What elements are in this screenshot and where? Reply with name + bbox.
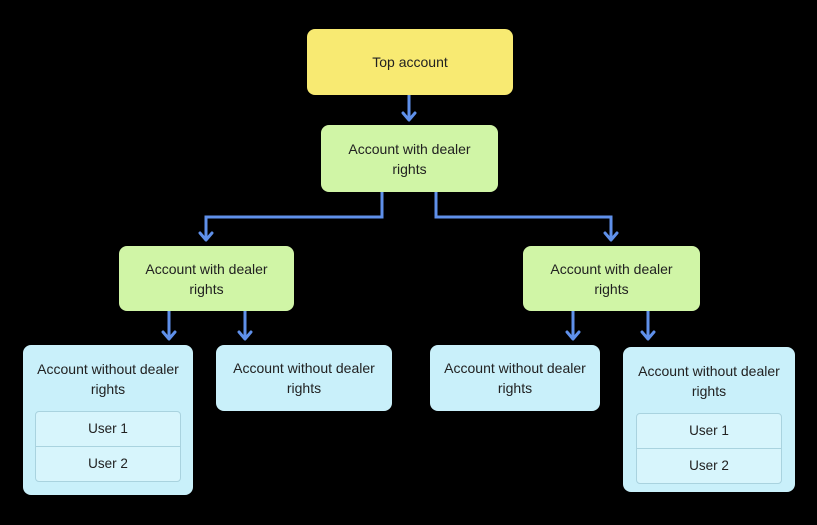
node-leaf-mid-right: Account without dealer rights <box>430 345 600 411</box>
node-leaf-mid-right-label: Account without dealer rights <box>444 360 586 396</box>
node-leaf-mid-left: Account without dealer rights <box>216 345 392 411</box>
node-dealer-root: Account with dealer rights <box>321 125 498 192</box>
node-dealer-right: Account with dealer rights <box>523 246 700 311</box>
node-dealer-right-label: Account with dealer rights <box>550 260 673 297</box>
node-top-account: Top account <box>307 29 513 95</box>
user-row: User 2 <box>36 446 180 481</box>
user-list: User 1 User 2 <box>636 413 782 484</box>
node-top-account-label: Top account <box>372 54 448 70</box>
node-dealer-left-label: Account with dealer rights <box>145 260 268 297</box>
connector-root-to-right-dealer <box>434 192 619 242</box>
user-list: User 1 User 2 <box>35 411 181 482</box>
node-leaf-far-right-label: Account without dealer rights <box>638 363 780 399</box>
node-dealer-left: Account with dealer rights <box>119 246 294 311</box>
node-dealer-root-label: Account with dealer rights <box>348 140 471 177</box>
node-leaf-far-left: Account without dealer rights User 1 Use… <box>23 345 193 495</box>
connector-root-to-left-dealer <box>198 192 384 242</box>
node-leaf-mid-left-label: Account without dealer rights <box>233 360 375 396</box>
node-leaf-far-left-label: Account without dealer rights <box>37 361 179 397</box>
user-row: User 2 <box>637 448 781 483</box>
user-row: User 1 <box>689 423 729 438</box>
user-row: User 1 <box>88 421 128 436</box>
node-leaf-far-right: Account without dealer rights User 1 Use… <box>623 347 795 492</box>
